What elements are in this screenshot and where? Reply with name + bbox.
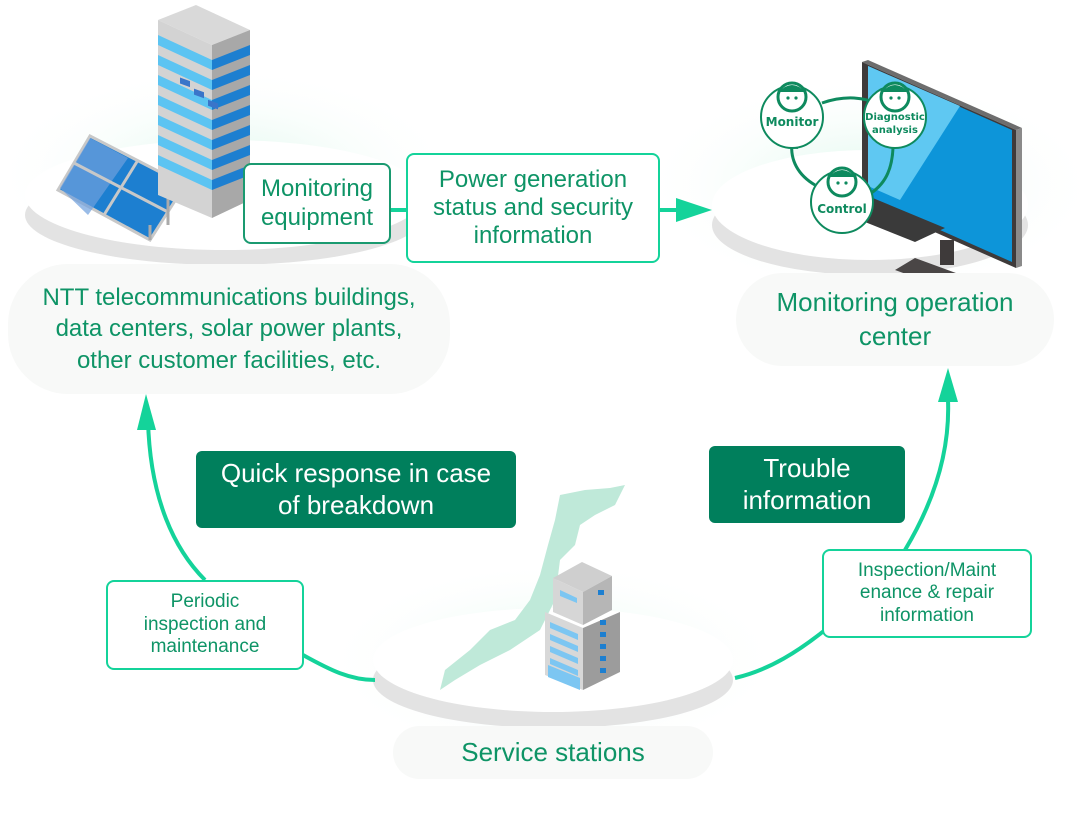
role-analysis: analysis <box>872 125 918 136</box>
role-diagnostic: Diagnostic <box>865 112 925 123</box>
inspection-repair-info-box: Inspection/Maint enance & repair informa… <box>822 549 1032 638</box>
monitoring-center-label: Monitoring operation center <box>736 273 1054 366</box>
building-icon <box>158 5 250 218</box>
connector-left-arc <box>146 419 207 582</box>
facilities-label: NTT telecommunications buildings, data c… <box>8 264 450 394</box>
connectors <box>146 208 951 682</box>
periodic-inspection-box: Periodic inspection and maintenance <box>106 580 304 670</box>
arrow-up-left <box>137 394 156 430</box>
connector-right-arc <box>903 399 951 552</box>
arrow-up-right <box>938 368 958 402</box>
japan-map-icon <box>440 485 625 690</box>
role-control: Control <box>817 202 867 216</box>
person-monitor: Monitor <box>760 81 824 149</box>
service-station-building-icon <box>545 562 620 690</box>
role-monitor: Monitor <box>766 115 819 129</box>
person-diagnostic: Diagnostic analysis <box>863 81 927 149</box>
trouble-information-box: Trouble information <box>709 446 905 523</box>
solar-panel-icon <box>55 134 188 242</box>
connector-right-bottom <box>734 628 827 680</box>
arrow-to-center <box>676 198 712 222</box>
service-stations-label: Service stations <box>393 726 713 779</box>
quick-response-box: Quick response in case of breakdown <box>196 451 516 528</box>
monitoring-equipment-box: Monitoring equipment <box>243 163 391 244</box>
connector-left-bottom <box>302 653 376 682</box>
person-control: Control <box>810 166 874 234</box>
monitoring-cycle: Monitor Diagnostic analysis Control <box>760 81 927 234</box>
power-generation-info-box: Power generation status and security inf… <box>406 153 660 263</box>
